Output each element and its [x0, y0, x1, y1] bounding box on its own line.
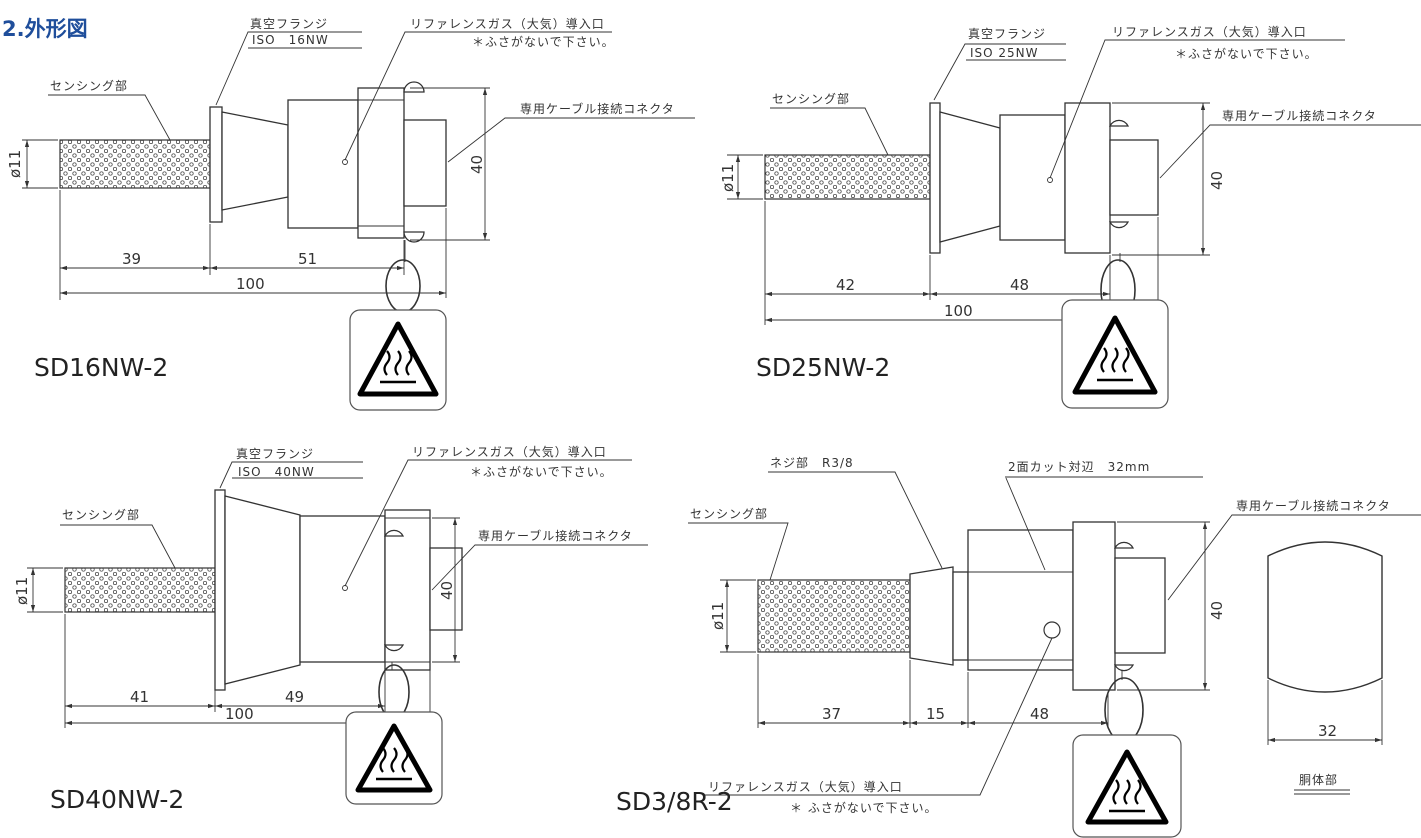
dim-c: 48	[1030, 705, 1049, 723]
label-no-block: ＊ ふさがないで下さい。	[790, 800, 937, 815]
label-no-block: ＊ふさがないで下さい。	[470, 464, 613, 479]
dim-height: 40	[1208, 171, 1226, 190]
dim-a: 37	[822, 705, 841, 723]
vacuum-flange	[929, 102, 941, 254]
model-label: SD3/8R-2	[616, 787, 733, 816]
dim-total: 100	[944, 302, 973, 320]
label-ref-gas: リファレンスガス（大気）導入口	[1112, 24, 1307, 39]
label-connector: 専用ケーブル接続コネクタ	[520, 101, 675, 116]
dim-b: 15	[926, 705, 945, 723]
drawing-sd40nw: ø11 40 41 49 100 センシング部 真空フランジ ISO 40NW …	[13, 444, 648, 814]
hot-surface-warning-icon	[1085, 749, 1169, 825]
dim-b: 49	[285, 688, 304, 706]
label-thread: ネジ部 R3/8	[770, 455, 854, 470]
connector-body	[384, 509, 431, 671]
label-sensing: センシング部	[50, 78, 128, 93]
label-body: 胴体部	[1299, 772, 1338, 787]
model-label: SD40NW-2	[50, 785, 184, 814]
label-flange: 真空フランジ	[968, 27, 1046, 41]
label-sensing: センシング部	[62, 507, 140, 522]
connector-body	[1072, 521, 1116, 691]
label-flange: 真空フランジ	[236, 447, 314, 461]
dim-total: 100	[225, 705, 254, 723]
model-label: SD25NW-2	[756, 353, 890, 382]
section-heading: 2.外形図	[2, 17, 88, 41]
body-cross-section	[1267, 541, 1383, 693]
dim-height: 40	[1208, 601, 1226, 620]
dim-total: 100	[236, 275, 265, 293]
label-no-block: ＊ふさがないで下さい。	[472, 34, 615, 49]
sensing-mesh	[59, 139, 211, 189]
label-connector: 専用ケーブル接続コネクタ	[1236, 498, 1391, 513]
drawing-sd25nw: ø11 40 42 48 100 センシング部 真空フランジ ISO 25NW …	[719, 24, 1421, 409]
label-sensing: センシング部	[772, 91, 850, 106]
dim-diameter: ø11	[6, 150, 24, 178]
dim-a: 41	[130, 688, 149, 706]
hot-surface-warning-icon	[355, 723, 433, 793]
sensing-mesh	[764, 154, 931, 200]
thread-section	[909, 566, 954, 666]
dim-height: 40	[438, 581, 456, 600]
label-ref-gas: リファレンスガス（大気）導入口	[708, 779, 903, 794]
dim-b: 51	[298, 250, 317, 268]
dim-a: 42	[836, 276, 855, 294]
label-no-block: ＊ふさがないで下さい。	[1175, 46, 1318, 61]
dim-a: 39	[122, 250, 141, 268]
label-connector: 専用ケーブル接続コネクタ	[1222, 108, 1377, 123]
sensing-mesh	[757, 579, 911, 653]
vacuum-flange	[209, 106, 223, 223]
label-flange-spec: ISO 40NW	[238, 465, 315, 479]
label-ref-gas: リファレンスガス（大気）導入口	[410, 16, 605, 31]
drawing-sd16nw: ø11 40 39 51 100 センシング部 真空フランジ ISO 16NW …	[6, 16, 695, 411]
drawing-sd38r: ø11 40 37 15 48 センシング部 ネジ部 R3/8 2面カット対辺 …	[616, 455, 1421, 838]
dim-diameter: ø11	[709, 602, 727, 630]
sensing-mesh	[64, 567, 216, 613]
dim-b: 48	[1010, 276, 1029, 294]
label-connector: 専用ケーブル接続コネクタ	[478, 528, 633, 543]
label-ref-gas: リファレンスガス（大気）導入口	[412, 444, 607, 459]
model-label: SD16NW-2	[34, 353, 168, 382]
hot-surface-warning-icon	[357, 321, 439, 397]
dim-diameter: ø11	[13, 577, 31, 605]
label-two-face-cut: 2面カット対辺 32mm	[1008, 460, 1150, 474]
label-flange-spec: ISO 25NW	[970, 46, 1039, 60]
connector-body	[357, 87, 405, 239]
dim-diameter: ø11	[719, 164, 737, 192]
label-flange: 真空フランジ	[250, 17, 328, 31]
connector-body	[1064, 102, 1111, 254]
dim-height: 40	[468, 155, 486, 174]
label-flange-spec: ISO 16NW	[252, 33, 329, 47]
dim-body-width: 32	[1318, 722, 1337, 740]
vacuum-flange	[214, 489, 226, 691]
hot-surface-warning-icon	[1072, 315, 1158, 395]
label-sensing: センシング部	[690, 506, 768, 521]
